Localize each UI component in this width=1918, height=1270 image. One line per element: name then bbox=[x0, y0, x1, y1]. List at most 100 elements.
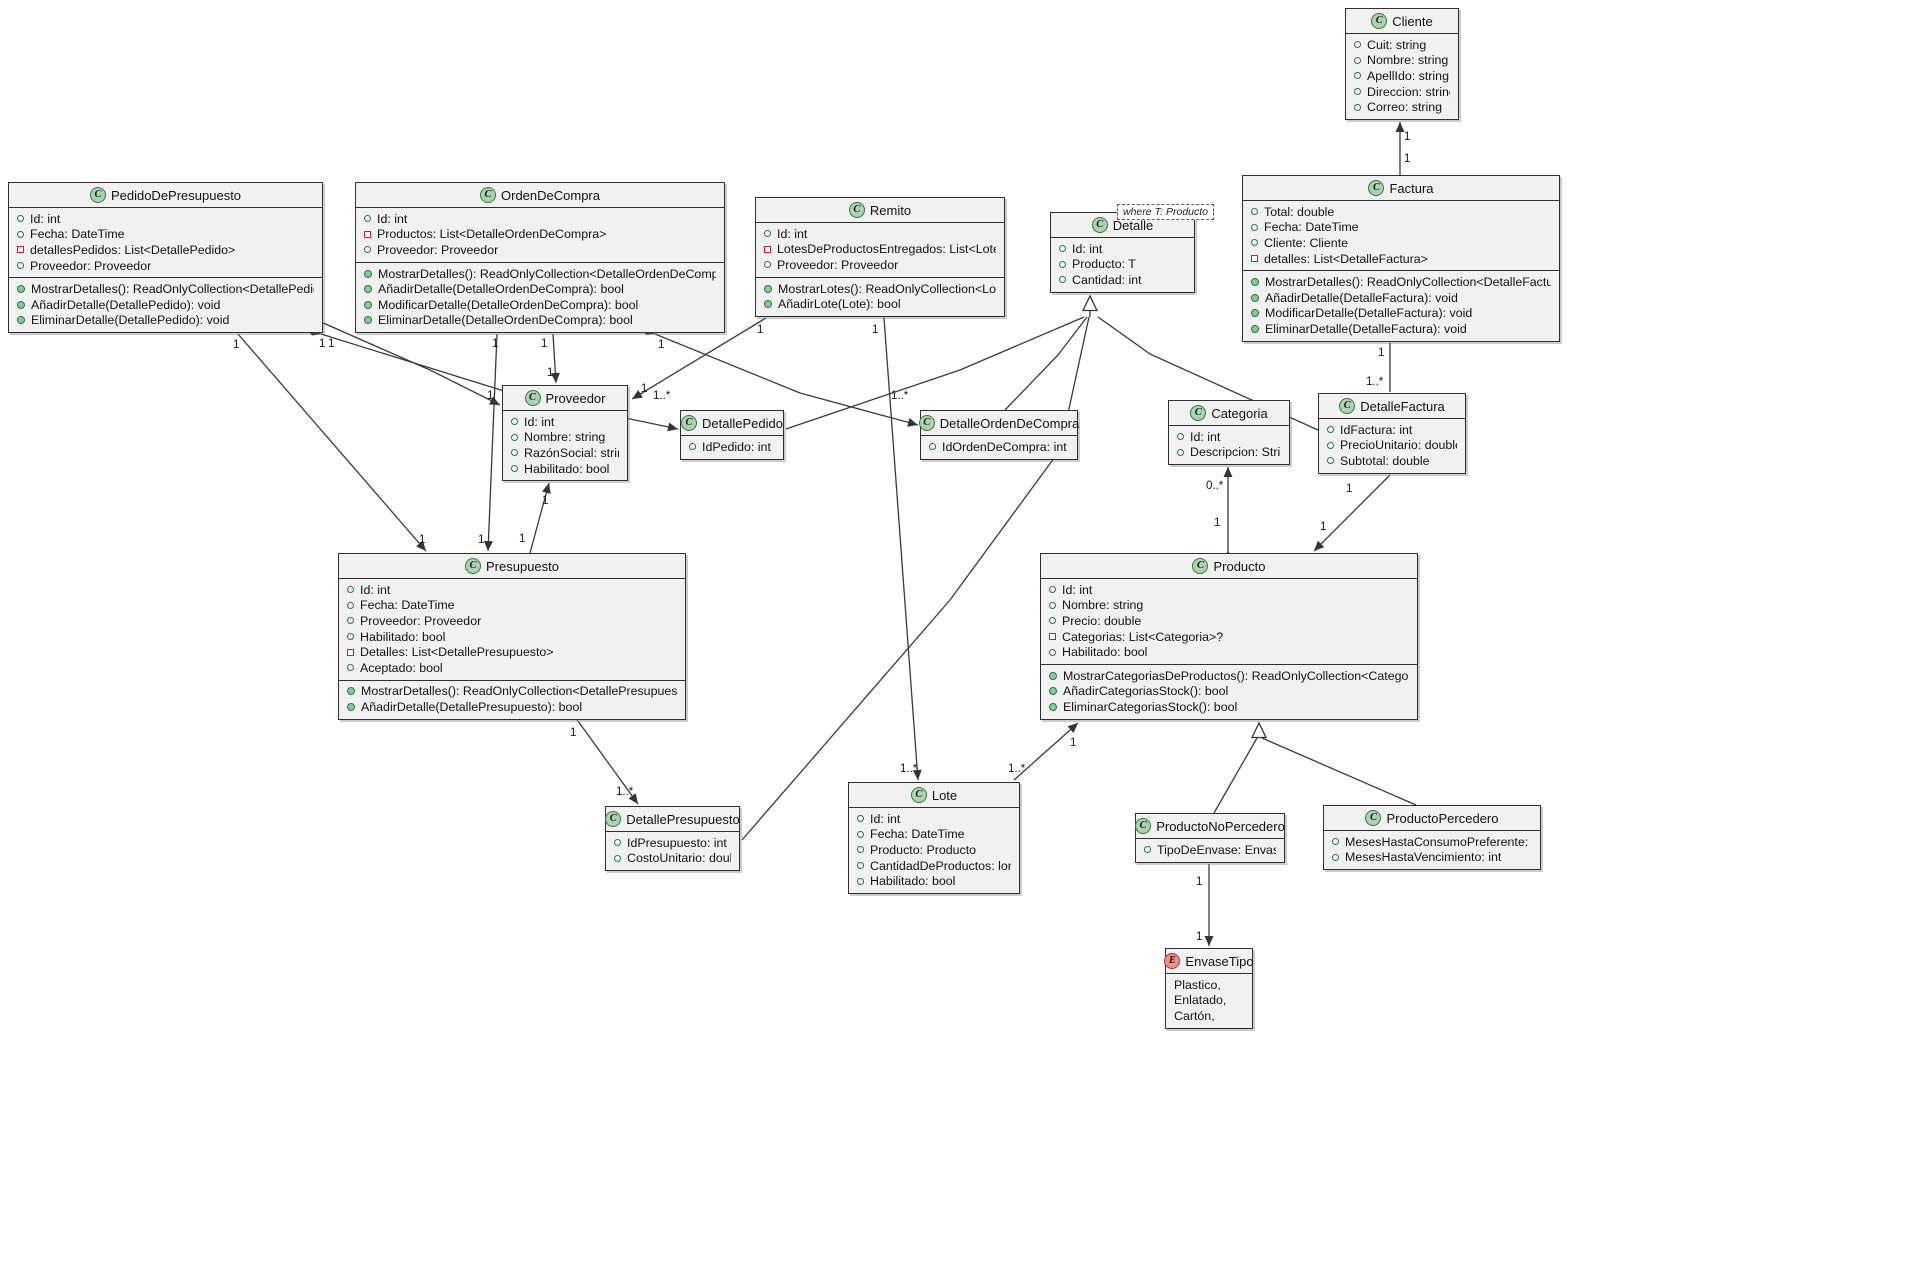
class-stereotype-icon: C bbox=[1190, 405, 1207, 421]
method-text: EliminarDetalle(DetalleFactura): void bbox=[1265, 321, 1467, 336]
visibility-field-icon bbox=[764, 230, 771, 238]
class-name: Cliente bbox=[1392, 13, 1433, 29]
visibility-method-icon bbox=[1049, 671, 1057, 680]
visibility-field-icon bbox=[1251, 223, 1258, 231]
multiplicity-label: 1 bbox=[1196, 931, 1202, 943]
visibility-field-icon bbox=[1059, 260, 1066, 268]
attribute-row: Id: int bbox=[1177, 429, 1281, 445]
edge-composition-OrdenDeCompra-DetalleOrdenDeCompra bbox=[640, 327, 919, 427]
visibility-field-icon bbox=[857, 846, 864, 854]
enum-value-text: Plastico, bbox=[1174, 977, 1221, 992]
visibility-field-icon bbox=[1059, 245, 1066, 253]
attributes-section: IdOrdenDeCompra: int bbox=[921, 436, 1077, 459]
multiplicity-label: 0..* bbox=[1206, 480, 1224, 492]
edge-association-PedidoDePresupuesto-Presupuesto bbox=[237, 333, 427, 552]
visibility-field-icon bbox=[1251, 239, 1258, 247]
visibility-field-icon bbox=[1327, 426, 1334, 434]
attribute-text: Nombre: string bbox=[1367, 53, 1449, 68]
visibility-method-icon bbox=[364, 316, 372, 325]
method-text: AñadirCategoriasStock(): bool bbox=[1063, 684, 1229, 699]
visibility-field-icon bbox=[364, 215, 371, 223]
attribute-row: TipoDeEnvase: EnvaseTipo bbox=[1144, 842, 1276, 858]
class-name: ProductoPercedero bbox=[1386, 810, 1499, 826]
visibility-field-icon bbox=[1049, 648, 1056, 656]
attribute-row: MesesHastaVencimiento: int bbox=[1332, 850, 1532, 866]
multiplicity-label: 1 bbox=[519, 533, 525, 545]
class-name: DetallePedido bbox=[702, 415, 783, 431]
visibility-field-icon bbox=[1059, 276, 1066, 284]
attribute-row: Categorias: List<Categoria>? bbox=[1049, 629, 1409, 645]
method-row: MostrarLotes(): ReadOnlyCollection<Lote> bbox=[764, 281, 996, 297]
visibility-field-icon bbox=[1049, 586, 1056, 594]
method-row: EliminarDetalle(DetalleOrdenDeCompra): b… bbox=[364, 313, 716, 329]
attribute-row: Id: int bbox=[1049, 582, 1409, 598]
attribute-text: ApellIdo: string bbox=[1367, 68, 1449, 83]
edge-association-DetalleFactura-Producto bbox=[1313, 474, 1391, 552]
multiplicity-label: 1..* bbox=[616, 786, 634, 798]
multiplicity-label: 1 bbox=[487, 390, 493, 402]
attribute-text: Proveedor: Proveedor bbox=[30, 258, 152, 273]
visibility-field-icon bbox=[614, 854, 621, 862]
visibility-method-icon bbox=[1049, 687, 1057, 696]
visibility-field-icon bbox=[1332, 838, 1339, 846]
attribute-row: Habilitado: bool bbox=[1049, 644, 1409, 660]
visibility-field-icon bbox=[511, 418, 518, 426]
enum-value-row: Plastico, bbox=[1174, 977, 1244, 993]
method-row: AñadirDetalle(DetalleFactura): void bbox=[1251, 290, 1551, 306]
multiplicity-label: 1..* bbox=[891, 390, 909, 402]
attribute-text: Id: int bbox=[1062, 582, 1093, 597]
edge-inheritance-DetallePresupuesto-Detalle bbox=[741, 316, 1090, 841]
visibility-field-icon bbox=[614, 839, 621, 847]
multiplicity-label: 1 bbox=[872, 324, 878, 336]
method-text: MostrarDetalles(): ReadOnlyCollection<De… bbox=[31, 282, 314, 297]
class-stereotype-icon: C bbox=[89, 187, 106, 203]
edge-association-Presupuesto-Proveedor bbox=[529, 482, 551, 554]
attributes-section: TipoDeEnvase: EnvaseTipo bbox=[1136, 839, 1284, 862]
method-text: AñadirDetalle(DetalleOrdenDeCompra): boo… bbox=[378, 282, 624, 297]
visibility-field-icon bbox=[764, 261, 771, 269]
visibility-private-icon bbox=[1251, 255, 1258, 263]
attribute-row: IdPresupuesto: int bbox=[614, 835, 731, 851]
visibility-field-icon bbox=[511, 465, 518, 473]
attribute-text: detalles: List<DetalleFactura> bbox=[1264, 251, 1428, 266]
method-row: ModificarDetalle(DetalleFactura): void bbox=[1251, 306, 1551, 322]
visibility-field-icon bbox=[1332, 853, 1339, 861]
class-name: Remito bbox=[869, 202, 912, 218]
attribute-text: IdPresupuesto: int bbox=[627, 835, 727, 850]
multiplicity-label: 1..* bbox=[653, 390, 671, 402]
class-stereotype-icon: C bbox=[681, 415, 698, 431]
attribute-text: Fecha: DateTime bbox=[30, 227, 125, 242]
methods-section: MostrarCategoriasDeProductos(): ReadOnly… bbox=[1041, 663, 1417, 719]
attribute-text: Proveedor: Proveedor bbox=[777, 257, 899, 272]
attributes-section: IdPedido: int bbox=[681, 436, 783, 459]
visibility-method-icon bbox=[17, 300, 25, 309]
attribute-row: Descripcion: String bbox=[1177, 445, 1281, 461]
attribute-row: Total: double bbox=[1251, 204, 1551, 220]
attribute-text: Aceptado: bool bbox=[360, 660, 443, 675]
visibility-method-icon bbox=[1251, 278, 1259, 287]
visibility-field-icon bbox=[857, 862, 864, 870]
class-stereotype-icon: C bbox=[1135, 818, 1152, 834]
attribute-row: Direccion: string bbox=[1354, 84, 1450, 100]
visibility-method-icon bbox=[17, 316, 25, 325]
attribute-text: Proveedor: Proveedor bbox=[377, 242, 499, 257]
attribute-row: Nombre: string bbox=[511, 430, 619, 446]
visibility-field-icon bbox=[1354, 56, 1361, 64]
edge-inheritance-DetalleOrdenDeCompra-Detalle bbox=[1004, 316, 1088, 411]
class-name: Detalle bbox=[1112, 217, 1154, 233]
class-name: Factura bbox=[1389, 180, 1434, 196]
visibility-method-icon bbox=[764, 300, 772, 309]
class-name: OrdenDeCompra bbox=[501, 187, 600, 203]
visibility-field-icon bbox=[857, 877, 864, 885]
attribute-text: Correo: string bbox=[1367, 100, 1443, 115]
attribute-text: CostoUnitario: double bbox=[627, 851, 731, 866]
visibility-field-icon bbox=[1354, 88, 1361, 96]
class-name: DetallePresupuesto bbox=[626, 811, 740, 827]
